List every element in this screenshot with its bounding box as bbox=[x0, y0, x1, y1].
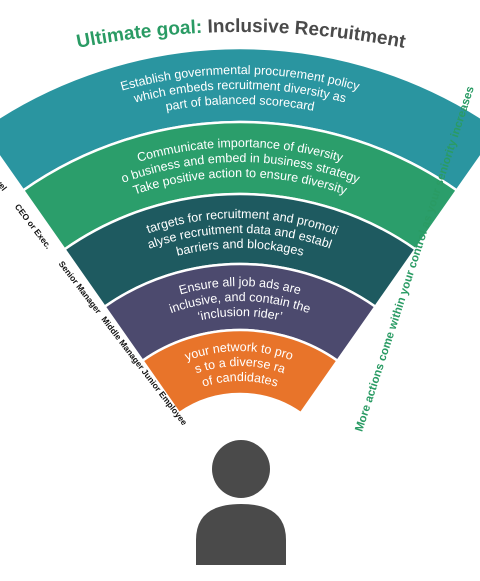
person-icon bbox=[196, 440, 286, 565]
level-band-shape bbox=[140, 328, 340, 415]
band-text-line-path: of candidates bbox=[200, 370, 280, 390]
person-head bbox=[212, 440, 270, 498]
band-text-line-path: part of balanced scorecard bbox=[164, 93, 315, 114]
band-text-line: of candidates bbox=[200, 370, 280, 390]
level-band-0: Establish governmental procurement polic… bbox=[0, 46, 480, 193]
title-prefix: Ultimate goal: bbox=[75, 17, 208, 53]
band-text-line: part of balanced scorecard bbox=[164, 93, 315, 114]
level-bands: Establish governmental procurement polic… bbox=[0, 46, 480, 415]
band-text-line: ‘inclusion rider’ bbox=[196, 305, 283, 324]
band-text-line-path: ‘inclusion rider’ bbox=[196, 305, 283, 324]
person-body bbox=[196, 504, 286, 565]
